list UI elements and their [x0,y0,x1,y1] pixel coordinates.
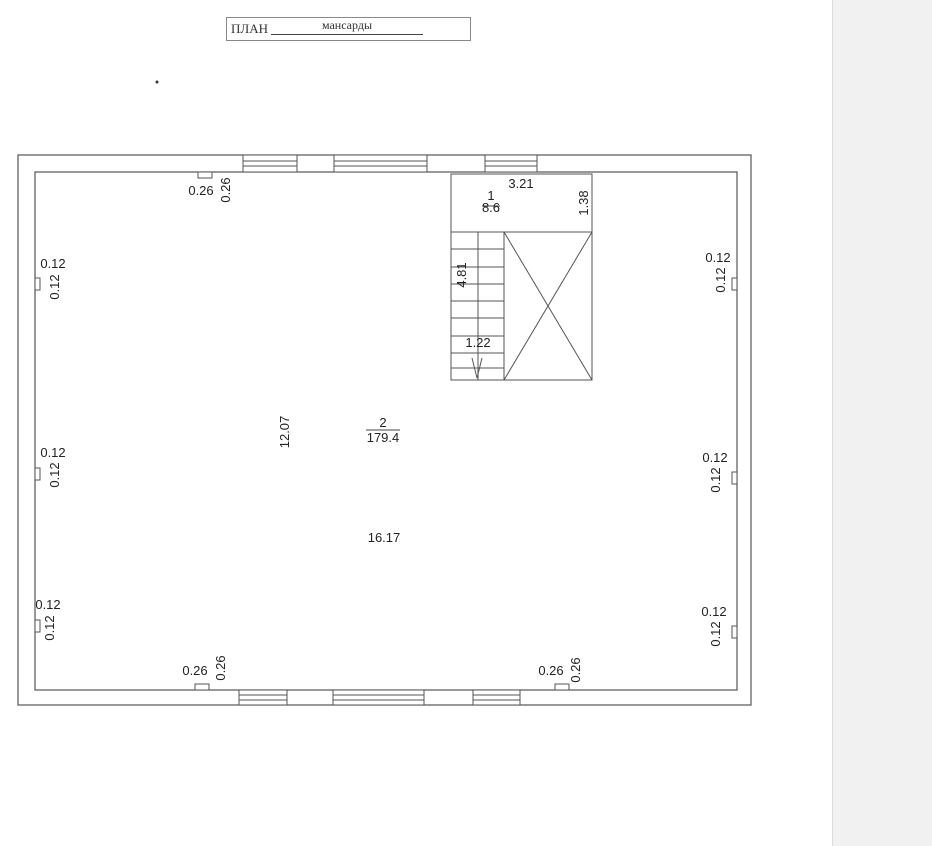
dim-niche: 0.26 [182,663,207,678]
window-bottom-2 [332,689,425,706]
window-top-2 [333,154,428,173]
window-top-3 [484,154,538,173]
staircase [450,173,593,381]
dim-room1-width: 3.21 [508,176,533,191]
dim-niche: 0.12 [40,445,65,460]
floor-plan: 1 8.6 2 179.4 3.21 1.38 4.81 1.22 12.07 … [17,80,752,706]
dim-stair-width: 1.22 [465,335,490,350]
dim-niche: 0.26 [218,177,233,202]
dim-niche: 0.12 [701,604,726,619]
title-prefix: ПЛАН [231,21,268,36]
room2-area: 179.4 [367,430,400,445]
dim-niche: 0.12 [705,250,730,265]
title-floor-name: мансарды [271,18,423,35]
dim-niche: 0.26 [213,655,228,680]
dim-niche: 0.12 [47,274,62,299]
dim-niche: 0.12 [40,256,65,271]
room1-area: 8.6 [482,200,500,215]
window-top-1 [242,154,298,173]
window-bottom-3 [472,689,521,706]
side-panel [832,0,932,846]
dim-room2-depth: 12.07 [277,416,292,449]
dot-mark [155,80,159,84]
dim-niche: 0.12 [713,267,728,292]
dim-niche: 0.26 [188,183,213,198]
dim-niche: 0.26 [568,657,583,682]
dim-niche: 0.12 [708,621,723,646]
title-box: ПЛАН мансарды [226,17,471,41]
room2-number: 2 [379,415,386,430]
dim-niche: 0.12 [708,467,723,492]
dim-niche: 0.12 [42,615,57,640]
stairwell-opening [503,231,593,381]
plan-sheet: ПЛАН мансарды [17,17,752,706]
dim-niche: 0.12 [35,597,60,612]
dim-room1-depth: 1.38 [576,190,591,215]
dim-niche: 0.26 [538,663,563,678]
window-bottom-1 [238,689,288,706]
dim-niche: 0.12 [47,462,62,487]
dim-niche: 0.12 [702,450,727,465]
room1-number: 1 [487,188,494,203]
wall-niches [34,171,738,691]
dim-room2-width: 16.17 [368,530,401,545]
dim-stair-length: 4.81 [454,262,469,287]
